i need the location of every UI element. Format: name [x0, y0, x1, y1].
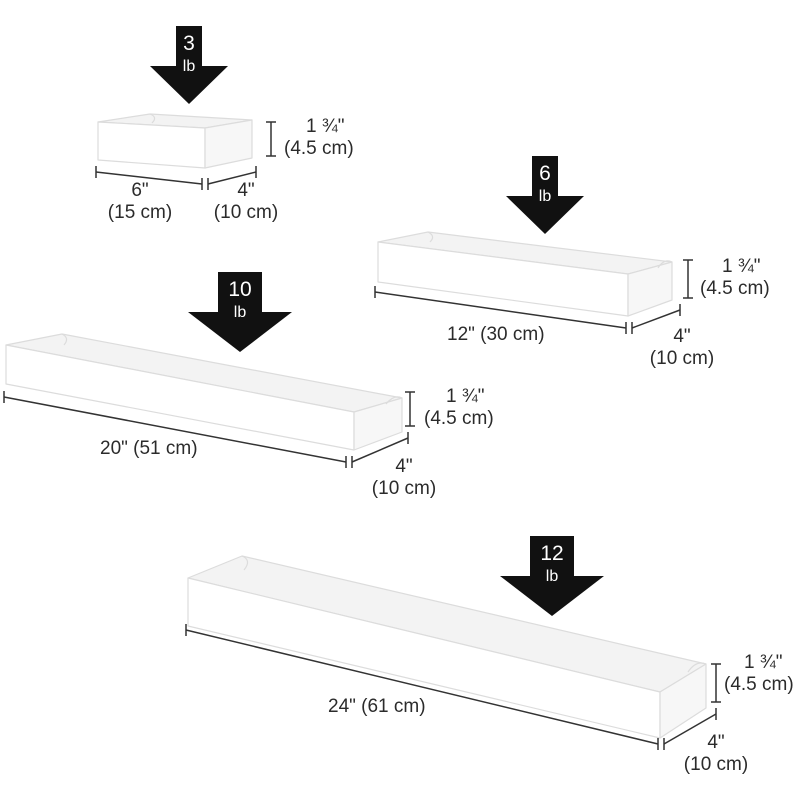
dimension-lines-xlarge: [185, 624, 721, 750]
depth-label: 4" (10 cm): [206, 180, 286, 224]
height-label: 1 ¾" (4.5 cm): [724, 652, 794, 696]
depth-label: 4" (10 cm): [642, 326, 722, 370]
length-label-cm: (15 cm): [107, 202, 173, 223]
weight-unit: lb: [545, 568, 559, 585]
depth-label-cm: (10 cm): [683, 754, 749, 775]
weight-unit: lb: [538, 188, 552, 205]
dimension-lines-small: [95, 121, 276, 190]
length-label-text: 20" (51 cm): [100, 438, 198, 459]
length-label-text: 12" (30 cm): [447, 324, 545, 345]
dimension-lines-medium: [374, 259, 693, 334]
weight-arrow-large: 10 lb: [188, 272, 292, 352]
depth-label-cm: (10 cm): [649, 348, 715, 369]
height-label-cm: (4.5 cm): [724, 674, 794, 695]
depth-label-inches: 4": [237, 180, 255, 201]
length-label: 24" (61 cm): [328, 696, 426, 718]
height-label-cm: (4.5 cm): [700, 278, 770, 299]
weight-value: 12: [540, 542, 564, 565]
depth-label: 4" (10 cm): [364, 456, 444, 500]
length-label-inches: 6": [131, 180, 149, 201]
shelf-medium: [377, 231, 673, 317]
height-label: 1 ¾" (4.5 cm): [700, 256, 770, 300]
length-label: 20" (51 cm): [100, 438, 198, 460]
shelf-small: [97, 113, 253, 169]
height-label: 1 ¾" (4.5 cm): [284, 116, 354, 160]
height-label-inches: 1 ¾": [306, 116, 345, 137]
weight-arrow-small: 3 lb: [150, 26, 228, 104]
height-label-cm: (4.5 cm): [424, 408, 494, 429]
weight-unit: lb: [233, 304, 247, 321]
length-label: 6" (15 cm): [98, 180, 182, 224]
depth-label-inches: 4": [673, 326, 691, 347]
depth-label-cm: (10 cm): [213, 202, 279, 223]
length-label: 12" (30 cm): [447, 324, 545, 346]
dimension-lines-large: [3, 391, 415, 468]
weight-unit: lb: [182, 58, 196, 75]
height-label-inches: 1 ¾": [744, 652, 783, 673]
weight-value: 6: [539, 162, 551, 185]
height-label: 1 ¾" (4.5 cm): [424, 386, 494, 430]
weight-arrow-medium: 6 lb: [506, 156, 584, 234]
weight-arrow-xlarge: 12 lb: [500, 536, 604, 616]
depth-label-cm: (10 cm): [371, 478, 437, 499]
length-label-text: 24" (61 cm): [328, 696, 426, 717]
depth-label-inches: 4": [707, 732, 725, 753]
height-label-inches: 1 ¾": [722, 256, 761, 277]
depth-label: 4" (10 cm): [676, 732, 756, 776]
shelf-large: [5, 333, 403, 451]
height-label-cm: (4.5 cm): [284, 138, 354, 159]
weight-value: 10: [228, 278, 252, 301]
weight-value: 3: [183, 32, 195, 55]
depth-label-inches: 4": [395, 456, 413, 477]
shelf-xlarge: [187, 555, 707, 739]
height-label-inches: 1 ¾": [446, 386, 485, 407]
